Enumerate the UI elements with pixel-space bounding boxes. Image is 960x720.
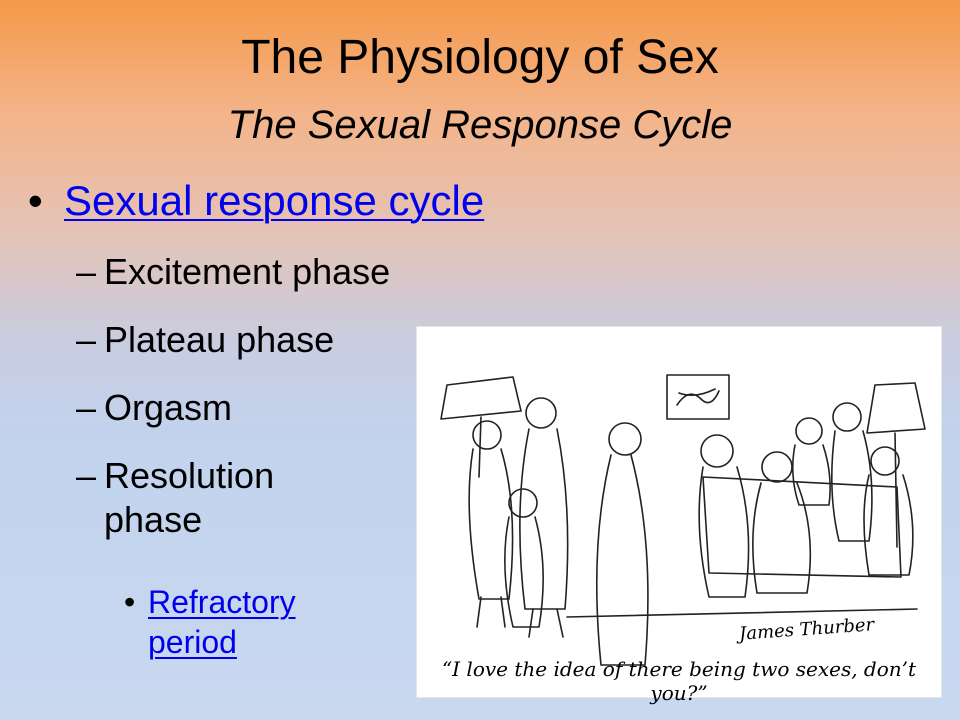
main-bullet: • Sexual response cycle [28,174,484,228]
phase-item-plateau: –Plateau phase [76,318,334,362]
bullet-dot: • [124,584,136,620]
phase-item-orgasm: –Orgasm [76,386,232,430]
cartoon-image: James Thurber “I love the idea of there … [416,326,942,705]
bullet-dot: • [28,177,43,224]
phase-label-line2: phase [104,499,203,540]
phase-item-excitement: –Excitement phase [76,250,390,294]
sexual-response-cycle-link[interactable]: Sexual response cycle [64,177,485,224]
refractory-period-link[interactable]: Refractory period [148,584,296,660]
phase-label: Orgasm [104,387,233,428]
link-line1: Refractory [148,584,296,620]
dash: – [76,319,97,360]
wall-picture [666,374,730,420]
right-lamp [866,382,926,434]
phase-label: Excitement phase [104,251,391,292]
phase-item-resolution: –Resolution phase [76,454,274,542]
phase-label-line1: Resolution [104,455,275,496]
cartoon-drawing [440,374,926,666]
dash: – [76,251,97,292]
slide-subtitle: The Sexual Response Cycle [227,103,733,147]
left-lamp [440,376,522,420]
link-line2: period [148,624,237,660]
dash: – [76,455,97,496]
dash: – [76,387,97,428]
cartoon-caption: “I love the idea of there being two sexe… [441,657,917,705]
refractory-bullet: • Refractory period [124,582,296,662]
slide-title: The Physiology of Sex [241,31,719,84]
phase-label: Plateau phase [104,319,335,360]
